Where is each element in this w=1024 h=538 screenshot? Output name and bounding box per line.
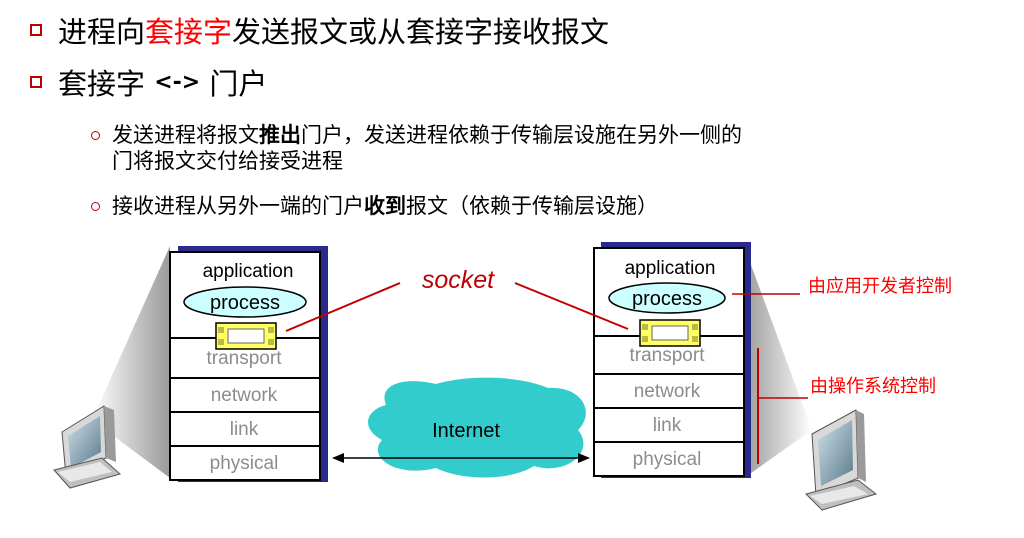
right-process-ellipse [608,282,726,314]
bullet-2: 套接字 <-> 门户 [30,61,267,103]
sub-bullet-1-pre: 发送进程将报文 [112,123,259,147]
bullet-2-post: 门户 [200,67,268,101]
socket-pointer-left [285,282,401,332]
computer-left-icon [53,405,122,489]
bullet-1-post: 发送报文或从套接字接收报文 [232,15,610,49]
sub-bullet-1-line2-text: 门将报文交付给接受进程 [112,149,343,173]
right-protocol-stack: application process transport network li… [593,242,751,478]
left-link-label: link [230,419,259,440]
sub-bullet-1-post: 门户，发送进程依赖于传输层设施在另外一侧的 [301,123,742,147]
left-layer-link [169,411,321,447]
sub-bullet-1-bold: 推出 [259,123,301,147]
sub-bullet-2-post: 报文（依赖于传输层设施） [406,194,658,218]
physical-link-arrow [332,453,590,463]
sub-bullet-2-pre: 接收进程从另外一端的门户 [112,194,364,218]
internet-cloud [368,377,586,478]
sub-bullet-1-line2: 门将报文交付给接受进程 [112,148,343,174]
left-process-label: process [210,292,280,314]
right-link-label: link [653,415,682,436]
socket-pointer-right [514,282,629,330]
left-network-label: network [211,385,278,406]
sub-bullet-2-bold: 收到 [364,194,406,218]
bullet-2-arrow: <-> [154,69,201,95]
circle-bullet-icon [91,201,100,211]
right-layer-physical [593,441,745,477]
right-transport-label: transport [630,345,706,366]
sub-bullet-2: 接收进程从另外一端的门户收到报文（依赖于传输层设施） [91,193,658,219]
left-process-ellipse [183,286,307,318]
left-socket-icon [215,322,277,350]
right-host-beam [744,246,812,478]
left-app-label: application [203,261,294,282]
right-physical-label: physical [633,449,702,470]
left-layer-network [169,377,321,413]
bullet-2-pre: 套接字 [58,67,155,101]
computer-right-icon [805,409,878,511]
right-process-label: process [632,288,702,310]
left-protocol-stack: application process transport network li… [169,246,328,482]
sub-bullet-1: 发送进程将报文推出门户，发送进程依赖于传输层设施在另外一侧的 [91,122,742,148]
annotation-os-control: 由操作系统控制 [810,376,936,396]
left-physical-label: physical [210,453,279,474]
bullet-1: 进程向套接字发送报文或从套接字接收报文 [30,9,609,51]
square-bullet-icon [30,24,42,36]
socket-label: socket [422,266,495,294]
right-network-label: network [634,381,701,402]
left-transport-label: transport [207,348,283,369]
square-bullet-icon [30,76,42,88]
right-app-label: application [625,258,716,279]
right-socket-icon [639,319,701,347]
internet-label: Internet [432,420,500,442]
bullet-1-highlight: 套接字 [145,15,233,49]
left-layer-physical [169,445,321,481]
annotation-app-control: 由应用开发者控制 [808,276,952,296]
circle-bullet-icon [91,130,100,140]
bullet-1-pre: 进程向 [58,15,146,49]
